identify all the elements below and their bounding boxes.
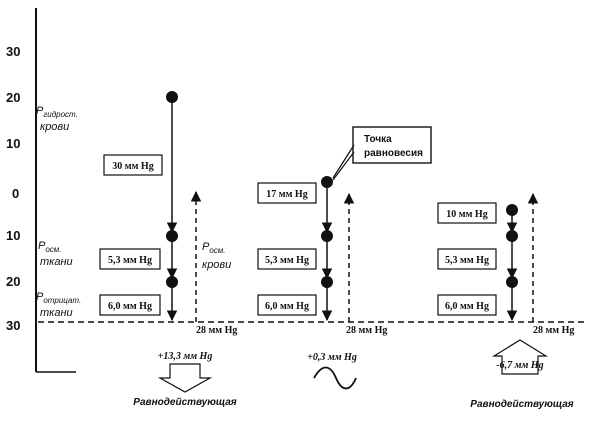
value-box-text: 5,3 мм Hg: [108, 255, 152, 266]
tissue-osm-label: Pосм.: [38, 240, 62, 254]
value-box: [99, 248, 161, 270]
column-venous: 10 мм Hg 5,3 мм Hg 6,0 мм Hg 28 мм Hg -6…: [437, 192, 574, 410]
value-box-text: 30 мм Hg: [112, 161, 153, 172]
value-box: [257, 182, 317, 204]
blood-osm-label: Pосм.: [202, 241, 226, 255]
blood-osm-label-line2: крови: [202, 259, 231, 271]
point-neg: [166, 276, 178, 288]
value-box-text: 6,0 мм Hg: [108, 301, 152, 312]
value-box: [437, 294, 497, 316]
tick-label: 30: [6, 318, 20, 333]
point-hydro: [321, 176, 333, 188]
resultant-value: -6,7 мм Hg: [496, 360, 543, 371]
point-neg: [506, 276, 518, 288]
value-box-text: 17 мм Hg: [266, 189, 307, 200]
point-osm: [506, 230, 518, 242]
resultant-arrow-up: [491, 339, 549, 375]
column-arterial: 30 мм Hg 5,3 мм Hg 6,0 мм Hg Pосм. крови…: [99, 91, 237, 408]
value-box: [257, 248, 317, 270]
value-box-text: 10 мм Hg: [446, 209, 487, 220]
point-osm: [321, 230, 333, 242]
tick-label: 30: [6, 44, 20, 59]
hydro-pressure-label-line2: крови: [40, 121, 69, 133]
resultant-arrow-down: [157, 363, 213, 393]
value-box-text: 6,0 мм Hg: [445, 301, 489, 312]
value-box: [437, 202, 497, 224]
resultant-value: +13,3 мм Hg: [158, 351, 213, 362]
callout-pointer: [332, 151, 355, 181]
point-hydro: [506, 204, 518, 216]
value-box-text: 5,3 мм Hg: [265, 255, 309, 266]
value-box: [99, 294, 161, 316]
hydro-pressure-label: Pгидрост.: [36, 105, 78, 119]
equilibrium-callout: [352, 126, 432, 164]
tick-label: 0: [12, 186, 19, 201]
equilibrium-wave-icon: [313, 366, 357, 390]
callout-text-line2: равновесия: [364, 148, 423, 159]
baseline-label: 28 мм Hg: [533, 325, 574, 336]
tick-label: 10: [6, 136, 20, 151]
value-box: [437, 248, 497, 270]
value-box: [257, 294, 317, 316]
resultant-value: +0,3 мм Hg: [307, 352, 357, 363]
value-box-text: 6,0 мм Hg: [265, 301, 309, 312]
value-box: [103, 154, 163, 176]
tick-label: 20: [6, 274, 20, 289]
column-equilibrium: 17 мм Hg 5,3 мм Hg 6,0 мм Hg 28 мм Hg То…: [257, 126, 432, 390]
callout-pointer: [332, 144, 355, 179]
tissue-neg-label: Pотрицат.: [36, 291, 81, 305]
axis-tick-labels: 30 20 10 0 10 20 30: [6, 44, 20, 333]
tick-label: 20: [6, 90, 20, 105]
value-box-text: 5,3 мм Hg: [445, 255, 489, 266]
tick-label: 10: [6, 228, 20, 243]
point-neg: [321, 276, 333, 288]
baseline-label: 28 мм Hg: [346, 325, 387, 336]
baseline-label: 28 мм Hg: [196, 325, 237, 336]
resultant-label: Равнодействующая: [470, 399, 574, 410]
tissue-osm-label-line2: ткани: [40, 256, 73, 268]
point-osm: [166, 230, 178, 242]
tissue-neg-label-line2: ткани: [40, 307, 73, 319]
resultant-label: Равнодействующая: [133, 397, 237, 408]
left-force-labels: Pгидрост. крови Pосм. ткани Pотрицат. тк…: [36, 105, 81, 319]
point-hydro: [166, 91, 178, 103]
callout-text-line1: Точка: [364, 134, 392, 145]
